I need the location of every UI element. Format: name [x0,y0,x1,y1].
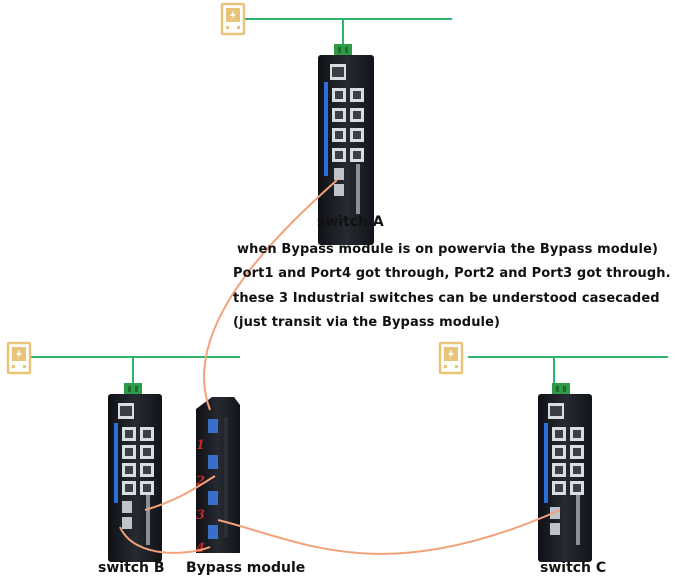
note-line-2: Port1 and Port4 got through, Port2 and P… [233,266,671,281]
note-line-1: when Bypass module is on powervia the By… [237,242,659,257]
switch-c-label: switch C [540,560,607,576]
note-line-4: (just transit via the Bypass module) [233,315,501,330]
power-supply-icon [6,341,32,375]
power-supply-icon [220,2,246,36]
switch-a-label: switch A [317,214,384,230]
bypass-module [196,397,240,553]
switch-b-label: switch B [98,560,165,576]
fiber-b-to-port4 [119,526,211,554]
port-number-4: 4 [196,541,205,556]
switch-c [538,383,592,562]
fiber-cables [119,179,561,555]
fiber-b-to-port2 [144,475,216,511]
switch-a [318,44,374,245]
power-supply-icon [438,341,464,375]
note-line-3: these 3 Industrial switches can be under… [233,291,660,306]
port-number-2: 2 [195,474,205,489]
bypass-port-numbers: 1 2 3 4 [195,438,205,556]
switch-b [108,383,162,562]
bypass-module-label: Bypass module [186,560,306,576]
port-number-3: 3 [196,508,205,523]
fiber-a-to-port1 [203,179,338,411]
fiber-port3-to-c [217,509,561,555]
power-lines [30,18,668,383]
port-number-1: 1 [196,438,205,453]
